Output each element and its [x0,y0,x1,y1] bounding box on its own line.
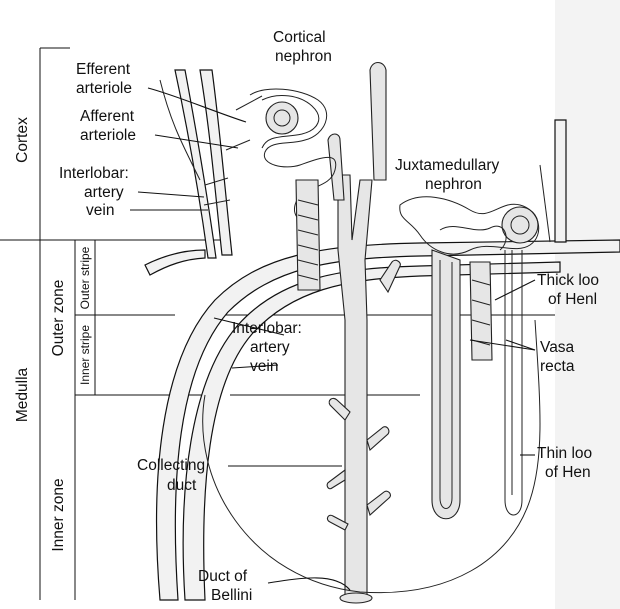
label-collecting-duct-2: duct [167,477,197,494]
label-cortical-nephron-2: nephron [275,48,332,65]
zone-label-outer-zone: Outer zone [50,280,67,357]
label-duct-of-bellini-2: Bellini [211,587,252,604]
cortical-interlobar-vessels [160,70,262,258]
zone-label-inner-zone: Inner zone [50,478,67,551]
label-cortical-nephron-1: Cortical [273,29,326,46]
label-juxtamedullary-2: nephron [425,176,482,193]
label-collecting-duct-1: Collecting [137,457,205,474]
label-interlobar-mid-1: Interlobar: [232,320,302,337]
zone-label-cortex: Cortex [14,117,31,163]
label-thin-loop-2: of Hen [545,464,591,481]
label-afferent-arteriole-1: Afferent [80,108,135,125]
label-juxtamedullary-1: Juxtamedullary [395,157,499,174]
collecting-duct-tree [327,63,400,604]
label-thick-loop-1: Thick loo [537,272,599,289]
label-interlobar-top-artery: artery [84,184,124,201]
label-thick-loop-2: of Henl [548,291,597,308]
label-duct-of-bellini-1: Duct of [198,568,248,585]
label-vasa-recta-2: recta [540,358,575,375]
zone-label-medulla: Medulla [14,367,31,422]
label-interlobar-mid-vein: vein [250,358,278,375]
label-thin-loop-1: Thin loo [537,445,592,462]
label-efferent-arteriole-2: arteriole [76,80,132,97]
label-interlobar-top-vein: vein [86,202,114,219]
label-interlobar-top-1: Interlobar: [59,165,129,182]
zone-label-outer-stripe: Outer stripe [78,246,92,309]
label-interlobar-mid-artery: artery [250,339,290,356]
label-vasa-recta-1: Vasa [540,339,575,356]
label-afferent-arteriole-2: arteriole [80,127,136,144]
label-efferent-arteriole-1: Efferent [76,61,131,78]
zone-label-inner-stripe: Inner stripe [78,325,92,385]
